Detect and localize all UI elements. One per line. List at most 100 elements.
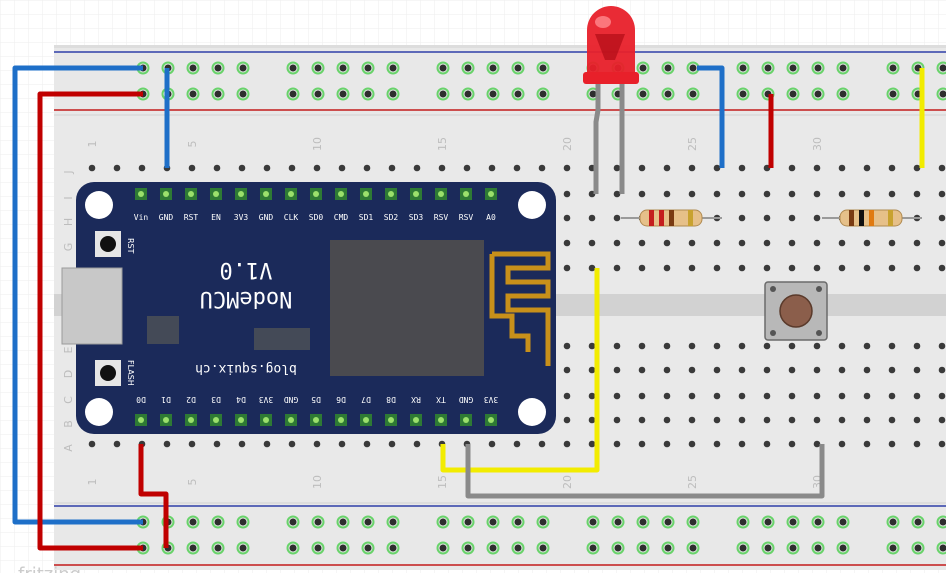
rail-hole	[914, 544, 922, 552]
rail-hole-ring	[486, 87, 500, 101]
hole	[688, 239, 696, 247]
rail-hole-ring	[311, 87, 325, 101]
top-power-rail	[54, 48, 946, 114]
rail-hole-ring	[436, 515, 450, 529]
hole	[738, 214, 746, 222]
hole	[413, 164, 421, 172]
rail-hole	[214, 518, 222, 526]
rail-hole-ring	[836, 61, 850, 75]
row-label: G	[62, 243, 75, 252]
rail-hole	[789, 64, 797, 72]
rail-hole	[514, 518, 522, 526]
rail-hole	[664, 518, 672, 526]
rail-hole	[839, 90, 847, 98]
row-label: E	[62, 346, 75, 353]
hole	[188, 440, 196, 448]
rail-hole-ring	[461, 87, 475, 101]
hole	[438, 164, 446, 172]
hole	[838, 392, 846, 400]
wire-blue-left-outer	[12, 65, 143, 525]
pin-label: SD3	[409, 213, 424, 222]
rail-hole-ring	[811, 87, 825, 101]
rail-hole	[314, 544, 322, 552]
hole	[213, 440, 221, 448]
hole	[113, 164, 121, 172]
hole	[663, 264, 671, 272]
pin-label: D2	[186, 395, 196, 404]
rail-hole-ring	[936, 515, 946, 529]
header-pin-hole	[363, 191, 369, 197]
hole	[338, 440, 346, 448]
rail-hole	[439, 518, 447, 526]
header-pin-hole	[163, 417, 169, 423]
led-leads	[593, 84, 625, 194]
rail-hole	[464, 90, 472, 98]
hole	[913, 366, 921, 374]
pin-label: GND	[459, 395, 474, 404]
rail-hole-ring	[486, 61, 500, 75]
resistor-2	[822, 209, 922, 227]
rail-hole-ring	[361, 61, 375, 75]
pin-label: RST	[184, 213, 199, 222]
hole	[863, 190, 871, 198]
rail-hole	[464, 64, 472, 72]
rail-hole-ring	[361, 515, 375, 529]
hole	[313, 440, 321, 448]
rail-hole-ring	[361, 541, 375, 555]
hole	[563, 440, 571, 448]
hole	[838, 239, 846, 247]
rail-hole-ring	[536, 515, 550, 529]
hole	[588, 416, 596, 424]
rail-hole-ring	[386, 61, 400, 75]
column-number: 25	[686, 475, 699, 489]
rail-hole-ring	[461, 541, 475, 555]
hole	[913, 342, 921, 350]
rail-hole	[764, 544, 772, 552]
rail-hole-ring	[286, 87, 300, 101]
rail-hole-ring	[211, 61, 225, 75]
rail-hole	[889, 544, 897, 552]
rail-hole-ring	[536, 61, 550, 75]
rail-hole-ring	[361, 87, 375, 101]
rail-hole	[239, 64, 247, 72]
rail-hole	[739, 544, 747, 552]
rail-hole-ring	[511, 541, 525, 555]
hole	[513, 164, 521, 172]
header-pin-hole	[163, 191, 169, 197]
header-pin-hole	[188, 191, 194, 197]
pin-label: D3	[211, 395, 221, 404]
hole	[788, 239, 796, 247]
hole	[838, 440, 846, 448]
hole	[863, 416, 871, 424]
hole	[788, 416, 796, 424]
hole	[688, 440, 696, 448]
header-pin-hole	[438, 191, 444, 197]
rail-hole	[614, 544, 622, 552]
hole	[863, 392, 871, 400]
rail-hole	[189, 90, 197, 98]
hole	[788, 164, 796, 172]
antenna	[489, 251, 551, 366]
rail-hole	[689, 544, 697, 552]
hole	[813, 214, 821, 222]
column-number: 20	[561, 475, 574, 489]
rail-hole-ring	[786, 61, 800, 75]
rail-hole-ring	[886, 515, 900, 529]
hole	[588, 264, 596, 272]
hole	[688, 264, 696, 272]
rail-hole	[739, 64, 747, 72]
hole	[788, 342, 796, 350]
rail-hole-ring	[736, 87, 750, 101]
rail-hole-ring	[236, 87, 250, 101]
resistor-1	[621, 209, 722, 227]
hole	[88, 164, 96, 172]
pin-label: D5	[311, 395, 321, 404]
hole	[638, 392, 646, 400]
hole	[613, 342, 621, 350]
hole	[638, 416, 646, 424]
hole	[763, 342, 771, 350]
rail-hole	[589, 90, 597, 98]
header-pin-hole	[413, 417, 419, 423]
hole	[588, 342, 596, 350]
